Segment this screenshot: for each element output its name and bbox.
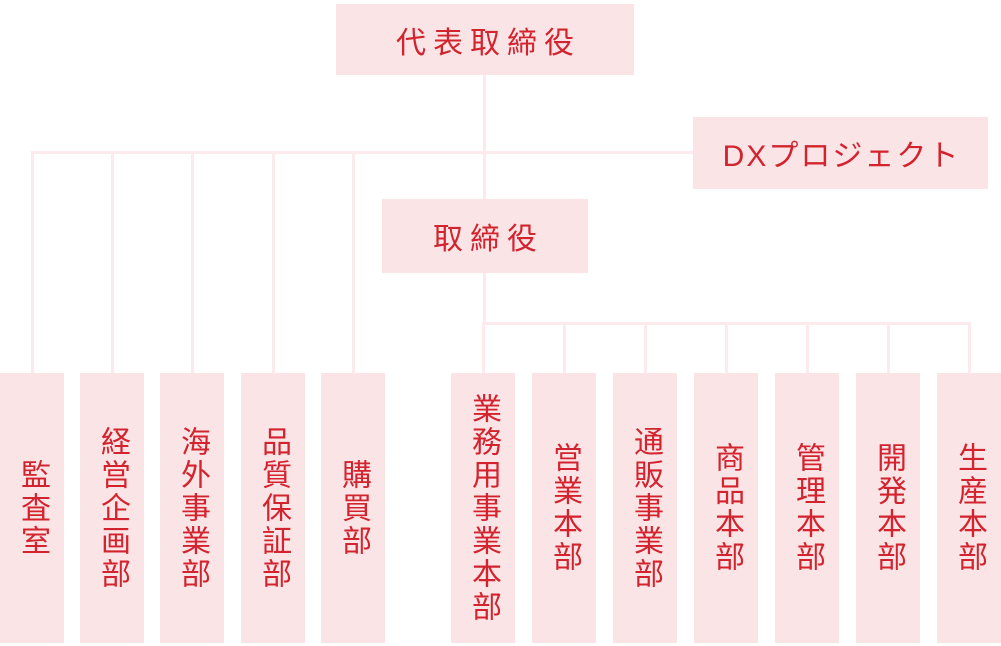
connector-drop-sales [563, 322, 566, 373]
node-development-division: 開発本部 [856, 373, 920, 643]
connector-drop-production [968, 322, 971, 373]
connector-drop-commercial-business [482, 322, 485, 373]
node-production-division: 生産本部 [937, 373, 1001, 643]
connector-left-horizontal [31, 151, 693, 154]
connector-drop-purchasing [352, 151, 355, 373]
connector-drop-management [806, 322, 809, 373]
node-audit-office: 監査室 [0, 373, 64, 643]
connector-drop-development [887, 322, 890, 373]
node-product-division: 商品本部 [694, 373, 758, 643]
node-sales-division: 営業本部 [532, 373, 596, 643]
node-mail-order-business-dept: 通販事業部 [613, 373, 677, 643]
connector-drop-overseas-business [191, 151, 194, 373]
connector-drop-quality-assurance [272, 151, 275, 373]
connector-drop-mail-order [644, 322, 647, 373]
connector-drop-audit [31, 151, 34, 373]
node-purchasing-dept: 購買部 [321, 373, 385, 643]
node-director: 取締役 [382, 199, 588, 273]
node-commercial-business-division: 業務用事業本部 [451, 373, 515, 643]
node-representative-director: 代表取締役 [336, 4, 634, 75]
connector-drop-corporate-planning [111, 151, 114, 373]
node-quality-assurance-dept: 品質保証部 [241, 373, 305, 643]
connector-director-to-divisions [483, 273, 486, 322]
connector-drop-product [725, 322, 728, 373]
node-corporate-planning-dept: 経営企画部 [80, 373, 144, 643]
node-management-division: 管理本部 [775, 373, 839, 643]
node-dx-project: DXプロジェクト [693, 117, 988, 189]
node-overseas-business-dept: 海外事業部 [160, 373, 224, 643]
connector-president-to-director [483, 75, 486, 199]
